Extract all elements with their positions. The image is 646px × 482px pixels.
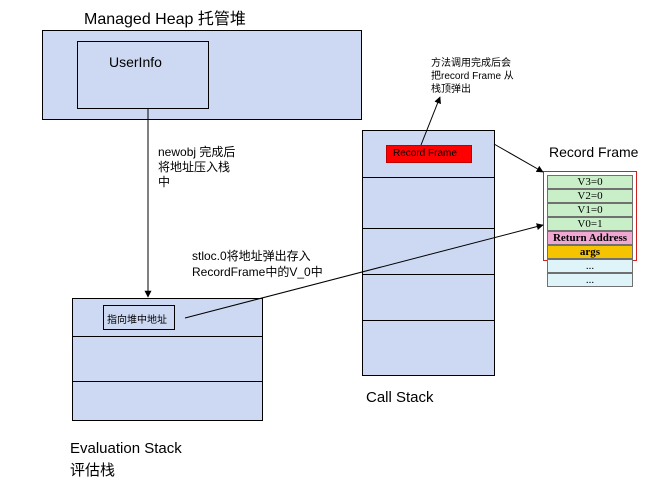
call-stack-divider bbox=[362, 177, 495, 178]
managed-heap-title: Managed Heap 托管堆 bbox=[84, 11, 246, 28]
record-frame-args: args bbox=[547, 245, 633, 259]
heap-pointer-label: 指向堆中地址 bbox=[107, 315, 167, 326]
frame-detail-arrow bbox=[493, 143, 544, 173]
call-stack-box bbox=[362, 130, 495, 376]
newobj-annotation: newobj 完成后 将地址压入栈 中 bbox=[158, 145, 235, 190]
stloc-annotation-line: RecordFrame中的V_0中 bbox=[192, 265, 323, 279]
pop-arrow bbox=[420, 96, 441, 146]
call-stack-divider bbox=[362, 228, 495, 229]
pop-annotation-line: 把record Frame 从 bbox=[431, 71, 514, 82]
call-stack-record-frame bbox=[386, 145, 472, 163]
call-stack-record-frame-label: Record Frame bbox=[393, 148, 457, 159]
pop-annotation-line: 栈顶弹出 bbox=[431, 84, 471, 95]
stloc-annotation-line: stloc.0将地址弹出存入 bbox=[192, 249, 311, 263]
heap-pointer-cell bbox=[103, 305, 175, 330]
userinfo-object-box bbox=[77, 41, 209, 109]
call-stack-title: Call Stack bbox=[366, 389, 434, 406]
record-frame-var: V2=0 bbox=[547, 189, 633, 203]
newobj-annotation-line: 中 bbox=[158, 175, 171, 189]
pop-annotation: 方法调用完成后会 把record Frame 从 栈顶弹出 bbox=[431, 57, 514, 96]
record-frame-var: V0=1 bbox=[547, 217, 633, 231]
call-stack-divider bbox=[362, 320, 495, 321]
evaluation-stack-divider bbox=[72, 336, 263, 337]
stloc-annotation: stloc.0将地址弹出存入 RecordFrame中的V_0中 bbox=[192, 248, 323, 280]
newobj-annotation-line: newobj 完成后 bbox=[158, 145, 236, 159]
newobj-annotation-line: 将地址压入栈 bbox=[158, 160, 231, 174]
record-frame-var: V3=0 bbox=[547, 175, 633, 189]
stloc-arrow bbox=[184, 223, 544, 319]
userinfo-label: UserInfo bbox=[109, 54, 162, 70]
evaluation-stack-divider bbox=[72, 381, 263, 382]
record-frame-var: V1=0 bbox=[547, 203, 633, 217]
evaluation-stack-title: Evaluation Stack bbox=[70, 440, 182, 457]
pop-annotation-line: 方法调用完成后会 bbox=[431, 58, 511, 69]
call-stack-divider bbox=[362, 274, 495, 275]
record-frame-ellipsis: ... bbox=[547, 273, 633, 287]
record-frame-title: Record Frame bbox=[549, 144, 639, 160]
record-frame-ellipsis: ... bbox=[547, 259, 633, 273]
evaluation-stack-title-cn: 评估栈 bbox=[70, 462, 116, 479]
record-frame-return-address: Return Address bbox=[547, 231, 633, 245]
